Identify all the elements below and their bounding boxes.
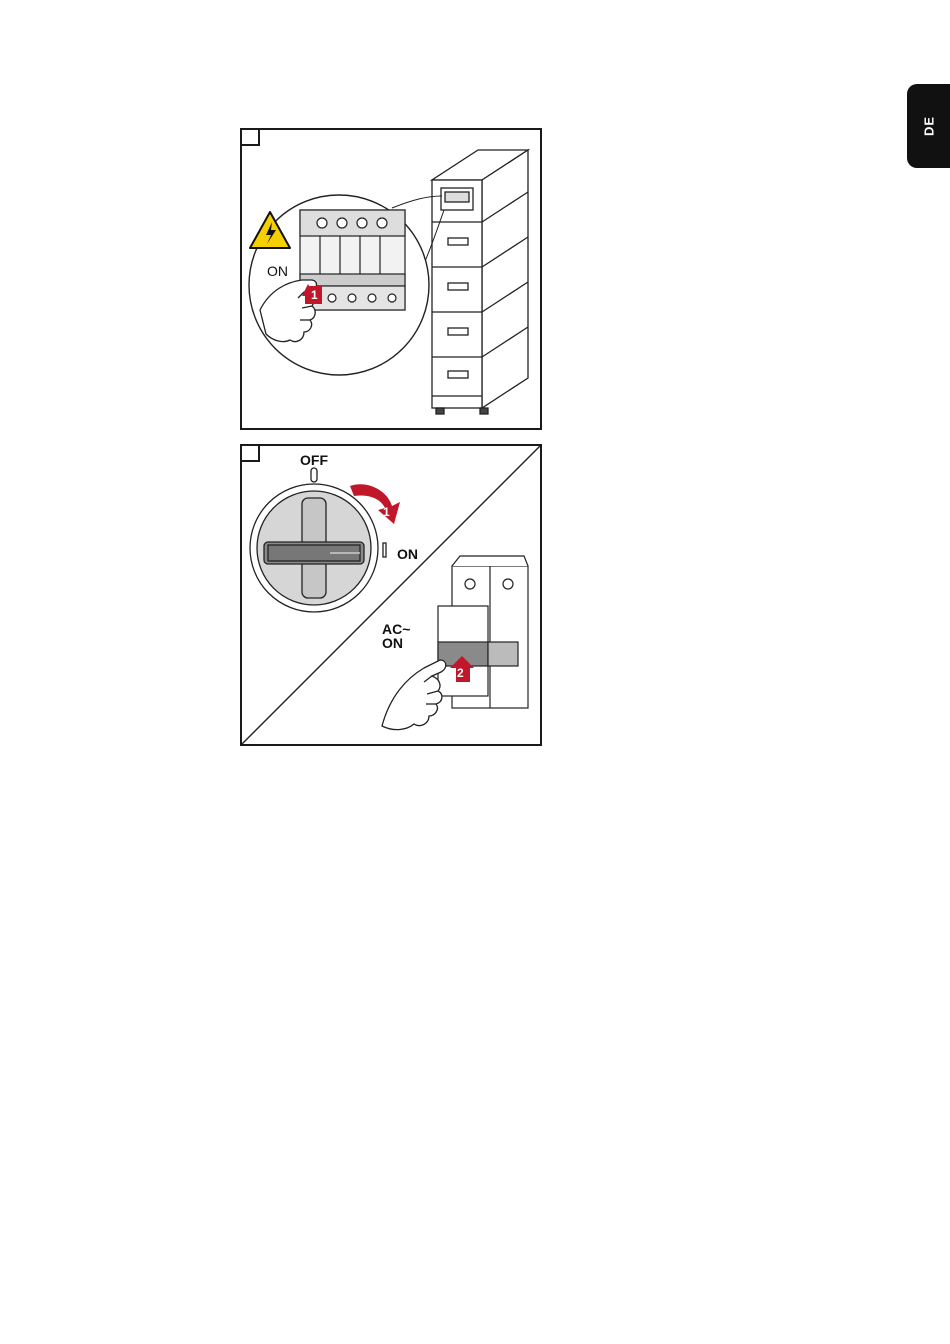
step-checkbox <box>240 128 260 146</box>
hand-icon <box>382 660 446 730</box>
rotate-step-number: 1 <box>383 505 390 519</box>
rotary-ac-illustration <box>242 446 540 744</box>
step-checkbox <box>240 444 260 462</box>
battery-tower <box>432 150 528 414</box>
press-step-number: 2 <box>457 666 464 680</box>
breaker-on-label: ON <box>267 264 288 278</box>
off-label: OFF <box>300 453 328 467</box>
figure-battery-breaker: ON 1 <box>240 128 542 430</box>
language-tab[interactable]: DE <box>907 84 950 168</box>
language-tab-label: DE <box>921 116 936 136</box>
step-number-1: 1 <box>311 288 318 302</box>
ac-breaker <box>438 556 528 708</box>
ac-on-label: AC~ ON <box>382 622 410 650</box>
battery-breaker-illustration <box>242 130 540 428</box>
on-label: ON <box>397 547 418 561</box>
figure-rotary-ac-switch: OFF ON AC~ ON 1 2 <box>240 444 542 746</box>
